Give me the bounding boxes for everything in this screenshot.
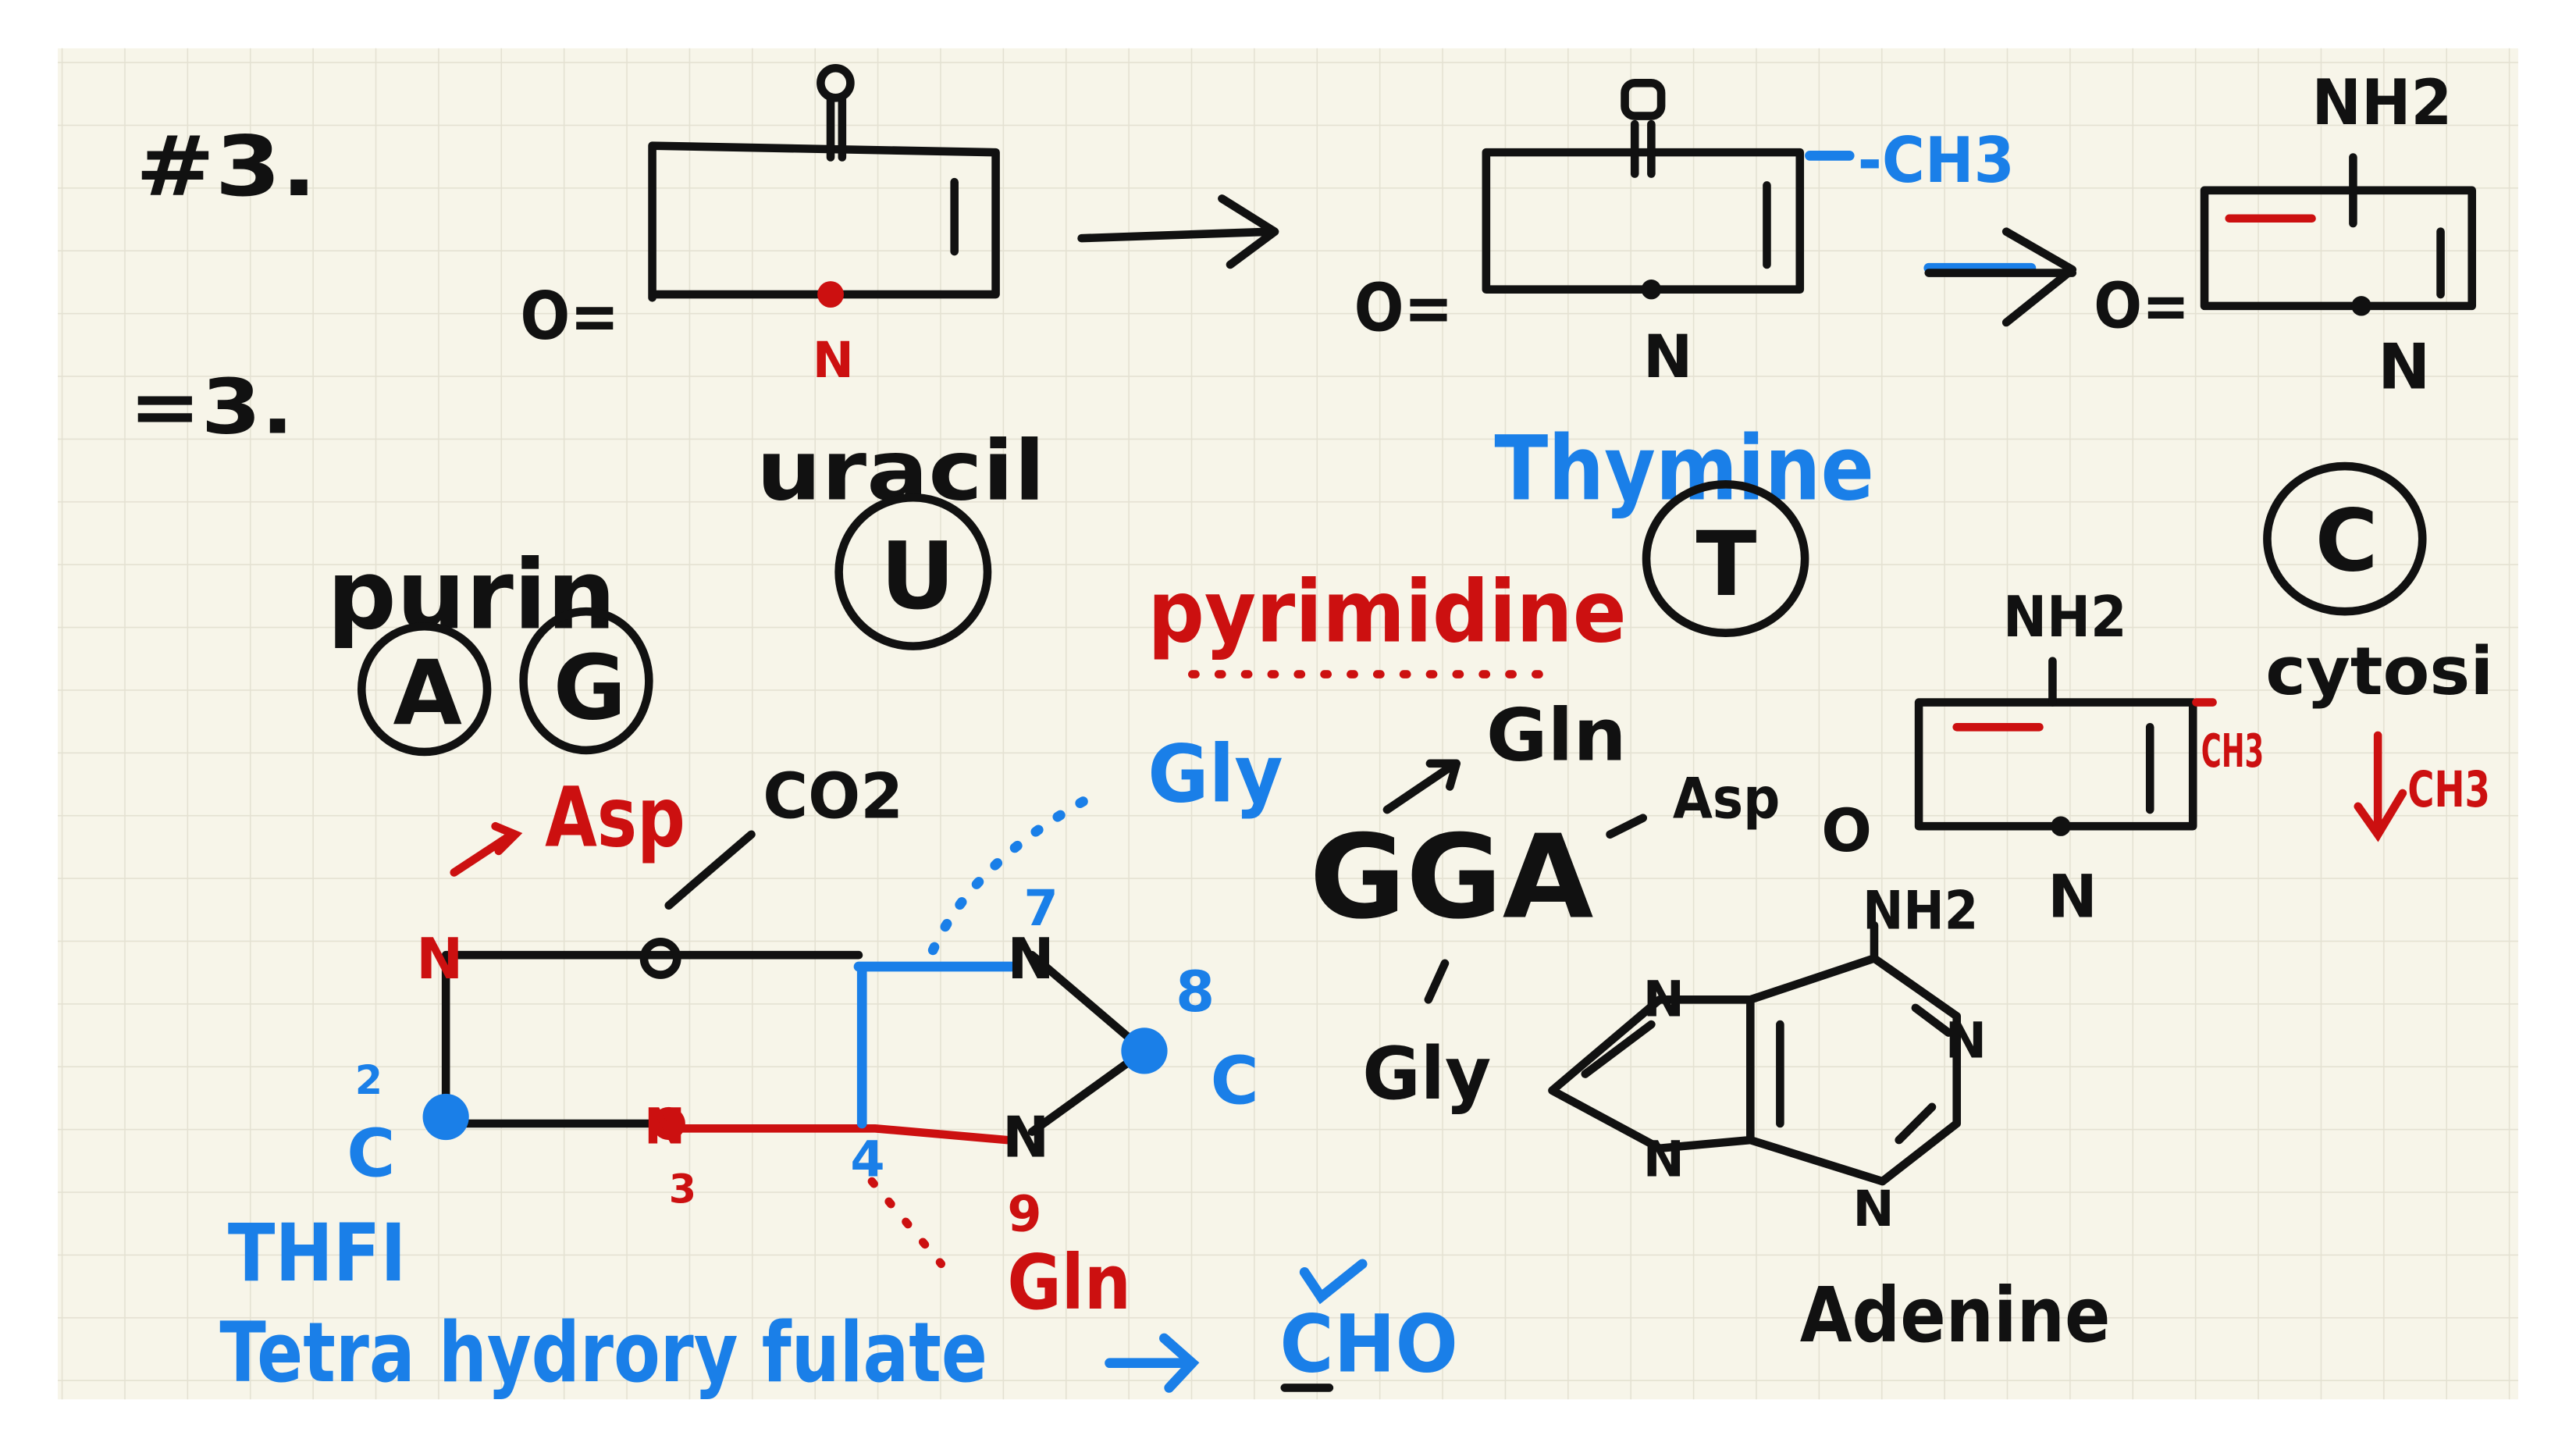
- atom-c8: C: [1211, 1042, 1259, 1120]
- thymine-structure: -CH3 O= N: [1354, 79, 2015, 391]
- gga-gln: Gln: [1486, 693, 1627, 778]
- gga-asp: Asp: [1673, 766, 1781, 832]
- uracil-n-dot: [817, 281, 844, 308]
- thymine-name: Thymine: [1494, 416, 1874, 520]
- thymine-letter: T: [1696, 512, 1757, 616]
- cytosine-letter-circle: [2263, 461, 2427, 616]
- arrow-down-icon: [2354, 731, 2407, 842]
- number-9: 9: [1007, 1184, 1041, 1242]
- purine-g-circle: [519, 607, 653, 755]
- adenine-n-atom: N: [1852, 1180, 1894, 1238]
- number-7: 7: [1024, 879, 1059, 937]
- gga-text: GGA: [1310, 810, 1594, 945]
- purine-letter-g: G: [553, 636, 627, 740]
- uracil-left-atom: O=: [520, 277, 619, 354]
- dotted-arrow-icon: [867, 1177, 946, 1269]
- uracil-structure: O= N: [520, 63, 1000, 389]
- uracil-n-atom: N: [813, 331, 854, 389]
- uracil-letter: U: [881, 522, 955, 630]
- gga-gly: Gly: [1362, 1031, 1491, 1116]
- cytosine-letter: C: [2315, 490, 2379, 590]
- source-gly: Gly: [1147, 728, 1283, 820]
- source-co2: CO2: [763, 760, 903, 833]
- adenine-n-atom: N: [1643, 970, 1685, 1028]
- formyl-group: CHO: [1279, 1298, 1457, 1390]
- arrow-icon: [1105, 1333, 1200, 1393]
- purine-a-circle: [357, 621, 492, 757]
- uracil-name: uracil: [756, 422, 1045, 518]
- number-3: 3: [669, 1166, 696, 1213]
- answer-text: =3.: [129, 363, 294, 451]
- cytosine-lower-amine: NH2: [2003, 584, 2127, 650]
- source-gln: Gln: [1007, 1238, 1131, 1327]
- atom-c2: C: [347, 1115, 395, 1192]
- thymine-methyl: -CH3: [1858, 123, 2015, 197]
- cytosine-top-n-atom: N: [2378, 330, 2430, 404]
- thf-abbrev: THFI: [228, 1207, 406, 1299]
- dash: [1606, 814, 1648, 839]
- cytosine-lower-methyl: CH3: [2201, 724, 2264, 778]
- check-mark-icon: [1299, 1259, 1368, 1305]
- paper-grid: [58, 48, 2518, 1400]
- adenine-amine: NH2: [1863, 879, 1978, 941]
- atom-n3: N: [644, 1097, 685, 1155]
- number-2: 2: [355, 1057, 382, 1103]
- number-8: 8: [1176, 959, 1215, 1024]
- cytosine-structure-top: NH2 O= N: [2094, 66, 2477, 404]
- thymine-letter-circle: [1642, 480, 1809, 637]
- thymine-left-atom: O=: [1354, 269, 1453, 347]
- atom-n7: N: [1007, 926, 1054, 992]
- adenine-structure: NH2 N N N N: [1548, 879, 1987, 1238]
- adenine-name: Adenine: [1800, 1271, 2111, 1359]
- cytosine-structure-lower: NH2 O N CH3: [1821, 584, 2264, 931]
- arrow-icon: [1382, 759, 1461, 814]
- thymine-n-atom: N: [1643, 322, 1693, 391]
- purine-synthesis-diagram: N N N N C C 2 3 4 7 8 9: [347, 879, 1258, 1242]
- uracil-letter-circle: [834, 493, 992, 650]
- arrow-icon: [1077, 194, 1279, 269]
- cytosine-name: cytosi: [2265, 632, 2493, 710]
- arrow-icon: [1924, 227, 2077, 327]
- purine-letter-a: A: [393, 641, 461, 745]
- adenine-n-atom: N: [1643, 1131, 1685, 1188]
- source-asp: Asp: [545, 770, 685, 866]
- adenine-n-atom: N: [1945, 1011, 1987, 1069]
- thf-full-name: Tetra hydrory fulate: [219, 1305, 987, 1401]
- problem-number: #3.: [135, 119, 317, 215]
- atom-n9: N: [1002, 1104, 1049, 1170]
- number-4: 4: [850, 1131, 884, 1188]
- purine-label: purin: [327, 539, 616, 650]
- dotted-arrow-icon: [664, 830, 756, 910]
- cytosine-top-amine: NH2: [2312, 66, 2453, 139]
- atom-n1: N: [416, 926, 463, 992]
- cytosine-top-left-atom: O=: [2094, 269, 2190, 342]
- pyrimidine-label: pyrimidine: [1147, 561, 1626, 661]
- cytosine-methyl-arrow-label: CH3: [2407, 760, 2490, 818]
- dotted-arrow-icon: [927, 788, 1104, 956]
- cytosine-lower-n-atom: N: [2048, 862, 2097, 931]
- dotted-arrow-icon: [1424, 959, 1450, 1004]
- dotted-arrow-icon: [450, 821, 523, 877]
- cytosine-lower-left-atom: O: [1821, 796, 1872, 865]
